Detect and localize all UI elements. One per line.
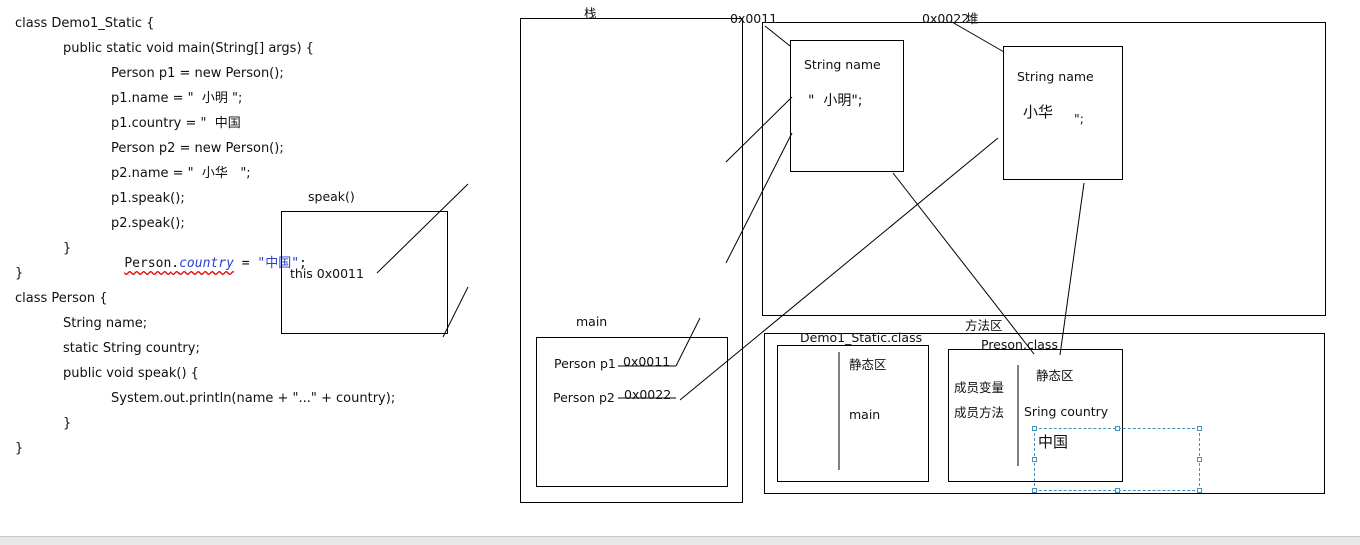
line-speak-this-up bbox=[376, 183, 469, 274]
code-line-speak-close: } bbox=[63, 416, 72, 431]
line-p2-to-obj2 bbox=[679, 137, 999, 401]
selection-handle-mr[interactable] bbox=[1197, 457, 1202, 462]
heap-object-2 bbox=[1003, 46, 1123, 180]
main-var-p1-addr: 0x0011 bbox=[623, 354, 671, 369]
heap-label: 堆 bbox=[966, 11, 979, 26]
line-speak-frame-down bbox=[442, 286, 469, 338]
main-var-p2: Person p2 bbox=[553, 390, 615, 405]
line-obj1-to-class bbox=[892, 172, 1035, 355]
static-assignment-field: country bbox=[179, 256, 234, 271]
selection-handle-ml[interactable] bbox=[1032, 457, 1037, 462]
heap-object-1 bbox=[790, 40, 904, 172]
line-addr2-leader bbox=[951, 21, 1005, 53]
static-assignment-semicolon: ; bbox=[299, 256, 307, 271]
person-class-box bbox=[948, 349, 1123, 482]
selection-handle-tm[interactable] bbox=[1115, 426, 1120, 431]
selection-handle-br[interactable] bbox=[1197, 488, 1202, 493]
stack-label: 栈 bbox=[584, 6, 597, 21]
selection-handle-tr[interactable] bbox=[1197, 426, 1202, 431]
demo-class-label: Demo1_Static.class bbox=[800, 330, 923, 345]
code-line-p1-speak: p1.speak(); bbox=[111, 191, 185, 206]
demo-class-box bbox=[777, 345, 929, 482]
heap-object-2-field: String name bbox=[1017, 69, 1094, 84]
static-assignment-equals: = bbox=[233, 256, 258, 271]
selection-handle-tl[interactable] bbox=[1032, 426, 1037, 431]
code-line-p2-name: p2.name = " 小华 "; bbox=[111, 166, 251, 181]
selection-handle-bl[interactable] bbox=[1032, 488, 1037, 493]
static-assignment-dot: . bbox=[171, 256, 180, 271]
code-line-field-name: String name; bbox=[63, 316, 148, 331]
static-assignment: Person.country = "中国"; bbox=[93, 240, 307, 288]
heap-object-1-field: String name bbox=[804, 57, 881, 72]
person-class-static-area: 静态区 bbox=[1036, 368, 1074, 383]
heap-obj1-addr: 0x0011 bbox=[730, 11, 778, 26]
code-line-p1-name: p1.name = " 小明 "; bbox=[111, 91, 243, 106]
code-line-p2-speak: p2.speak(); bbox=[111, 216, 185, 231]
heap-object-2-value: 小华 bbox=[1023, 103, 1054, 121]
stack-box bbox=[520, 18, 743, 503]
code-line-p2-new: Person p2 = new Person(); bbox=[111, 141, 284, 156]
code-line-person-close: } bbox=[15, 441, 24, 456]
speak-frame-label: speak() bbox=[308, 189, 355, 204]
person-class-static-field: Sring country bbox=[1024, 404, 1109, 419]
code-line-p1-new: Person p1 = new Person(); bbox=[111, 66, 284, 81]
code-line-p1-country: p1.country = " 中国 bbox=[111, 116, 241, 131]
selection-handle-bm[interactable] bbox=[1115, 488, 1120, 493]
code-line-speak-sig: public void speak() { bbox=[63, 366, 199, 381]
person-class-member-methods: 成员方法 bbox=[954, 405, 1005, 420]
speak-frame-this: this 0x0011 bbox=[290, 266, 364, 281]
main-var-p1: Person p1 bbox=[554, 356, 616, 371]
code-line-field-country: static String country; bbox=[63, 341, 200, 356]
heap-object-1-value: " 小明"; bbox=[808, 93, 863, 109]
line-obj2-to-class bbox=[1059, 182, 1085, 356]
method-area-box bbox=[764, 333, 1325, 494]
line-stack-to-obj1-a bbox=[725, 96, 793, 163]
code-line-println: System.out.println(name + "..." + countr… bbox=[111, 391, 396, 406]
demo-class-main: main bbox=[849, 407, 881, 422]
method-area-label: 方法区 bbox=[965, 318, 1003, 333]
bottom-scrollbar[interactable] bbox=[0, 536, 1360, 545]
code-line-main-sig: public static void main(String[] args) { bbox=[63, 41, 314, 56]
person-class-member-vars: 成员变量 bbox=[954, 380, 1005, 395]
heap-obj2-addr: 0x0022 bbox=[922, 11, 970, 26]
speak-frame-box bbox=[281, 211, 448, 334]
person-class-label: Preson.class bbox=[981, 337, 1058, 352]
main-frame-box bbox=[536, 337, 728, 487]
person-class-static-value: 中国 bbox=[1038, 433, 1069, 451]
static-assignment-value: "中国" bbox=[257, 256, 300, 271]
code-line-class-demo: class Demo1_Static { bbox=[15, 16, 155, 31]
static-assignment-object: Person bbox=[124, 256, 172, 271]
heap-box bbox=[762, 22, 1326, 316]
main-frame-label: main bbox=[576, 314, 608, 329]
line-addr1-leader bbox=[764, 25, 791, 47]
code-line-main-close: } bbox=[63, 241, 72, 256]
line-p1-addr-up bbox=[675, 317, 701, 367]
heap-object-2-value-tail: "; bbox=[1074, 111, 1084, 126]
line-stack-to-obj1-b bbox=[725, 132, 793, 264]
code-line-class-close: } bbox=[15, 266, 24, 281]
demo-class-static-area: 静态区 bbox=[849, 357, 887, 372]
code-line-class-person: class Person { bbox=[15, 291, 108, 306]
